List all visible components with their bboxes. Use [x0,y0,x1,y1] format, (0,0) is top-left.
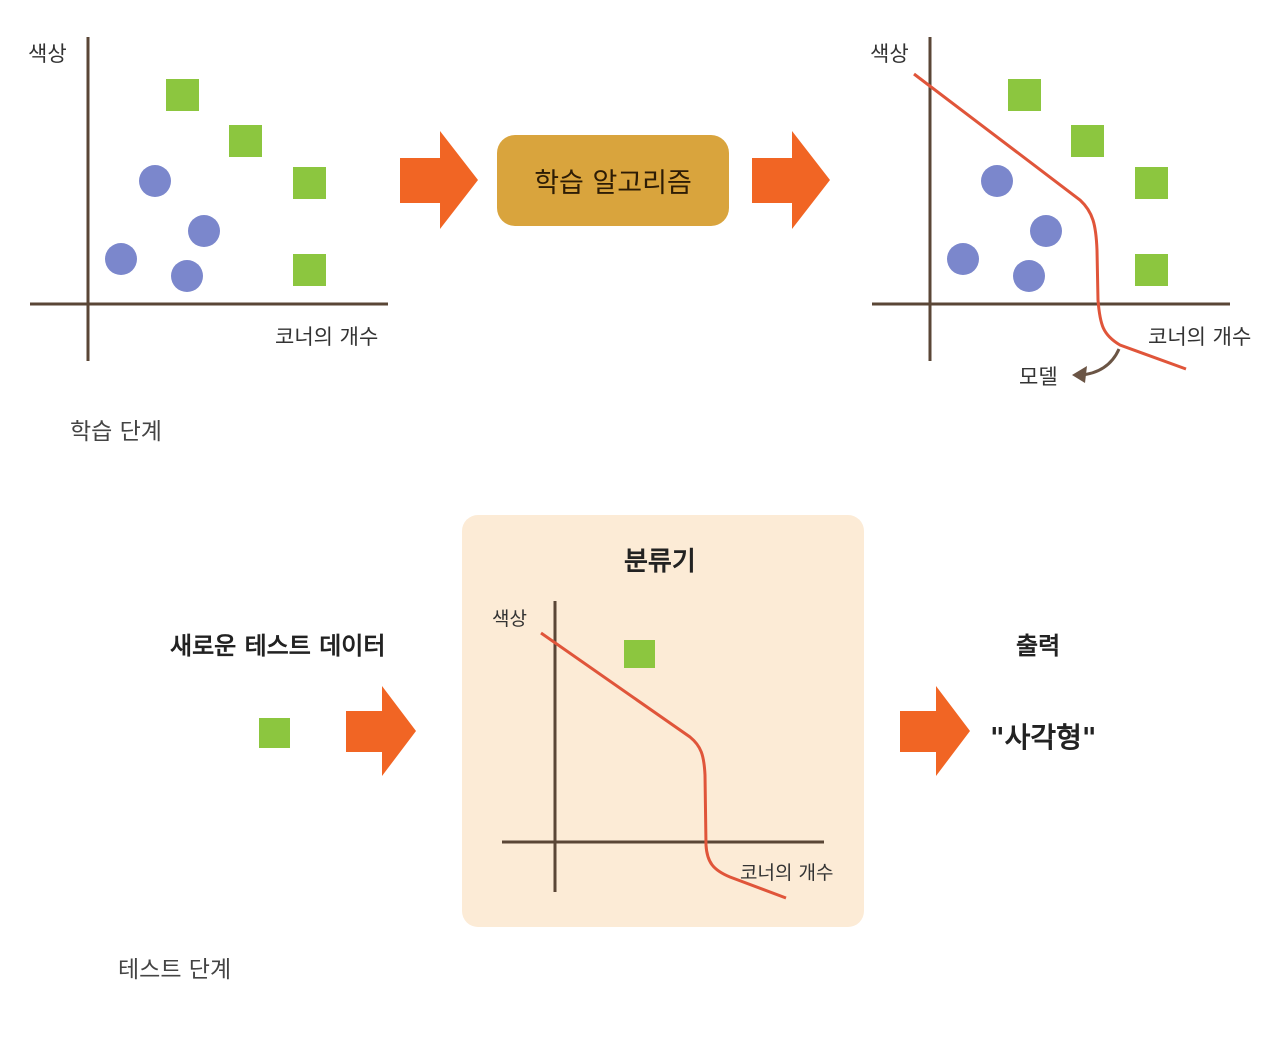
right-arrow-icon [752,131,830,229]
square-marker-icon [1135,167,1168,199]
square-marker-icon [293,167,326,199]
right-arrow-icon [346,686,416,776]
classifier-y-label: 색상 [492,608,527,630]
circle-marker-icon [139,165,171,197]
model-label: 모델 [1019,365,1058,389]
learning-algorithm-label: 학습 알고리즘 [534,168,692,199]
square-marker-icon [229,125,262,157]
square-marker-icon [1135,254,1168,286]
classifier-panel [462,515,864,927]
curved-arrow-head [1072,366,1087,383]
circle-marker-icon [1013,260,1045,292]
training-right-y-label: 색상 [870,42,909,66]
testing-stage-label: 테스트 단계 [118,957,232,983]
square-marker-icon [166,79,199,111]
classifier-x-label: 코너의 개수 [740,862,834,884]
training-left-x-label: 코너의 개수 [275,325,379,349]
test-input-label: 새로운 테스트 데이터 [170,632,386,660]
right-arrow-icon [900,686,970,776]
classifier-title: 분류기 [624,547,696,577]
circle-marker-icon [981,165,1013,197]
output-label: 출력 [1016,632,1061,660]
learning-algorithm-box: 학습 알고리즘 [497,135,729,226]
square-marker-icon [1071,125,1104,157]
circle-marker-icon [105,243,137,275]
circle-marker-icon [188,215,220,247]
square-marker-icon [624,640,655,668]
output-value: "사각형" [990,721,1097,754]
square-marker-icon [259,718,290,748]
model-decision-boundary [913,72,1187,371]
square-marker-icon [293,254,326,286]
circle-marker-icon [947,243,979,275]
classifier-decision-boundary [540,631,787,900]
test-sample [259,718,290,748]
training-left-y-label: 색상 [28,42,67,66]
training-right-x-label: 코너의 개수 [1148,325,1252,349]
circle-marker-icon [1030,215,1062,247]
circle-marker-icon [171,260,203,292]
square-marker-icon [1008,79,1041,111]
right-arrow-icon [400,131,478,229]
training-stage-label: 학습 단계 [70,419,162,445]
